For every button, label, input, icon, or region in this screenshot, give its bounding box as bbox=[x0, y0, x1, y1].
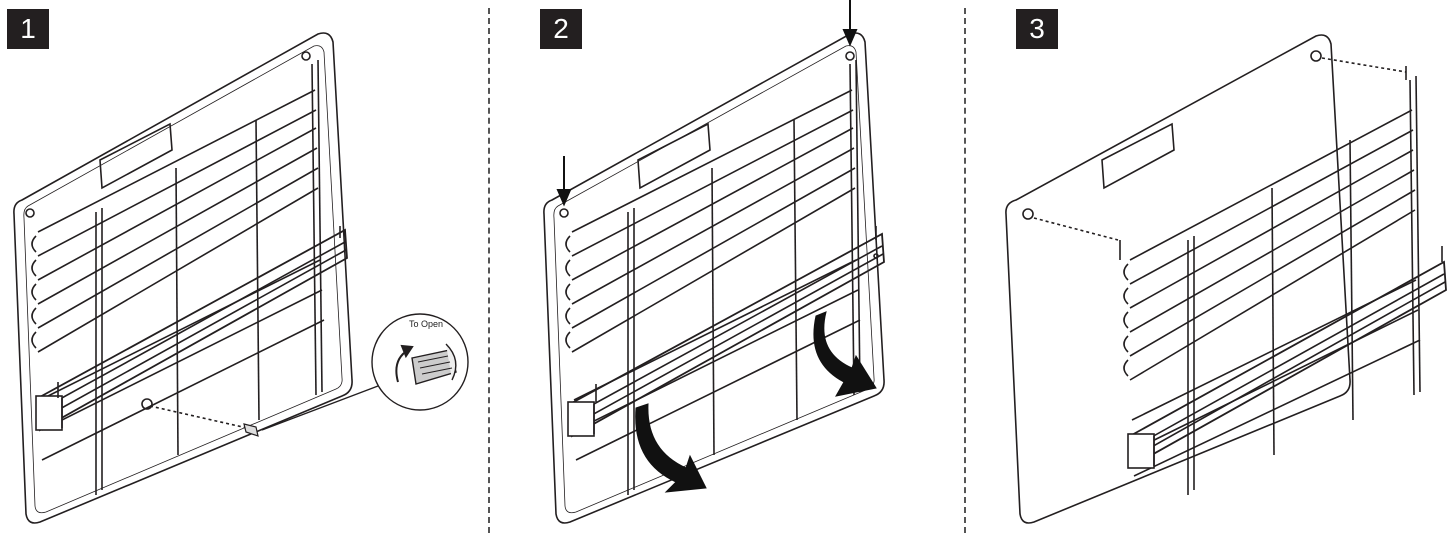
oven-door-rack-illustration-1 bbox=[13, 32, 469, 524]
step-panel-2: 2 bbox=[490, 0, 964, 533]
down-arrow-icon bbox=[556, 156, 572, 207]
screw-icon bbox=[411, 343, 457, 385]
panel-divider-2 bbox=[964, 8, 966, 533]
oven-door-rack-illustration-3 bbox=[1005, 34, 1447, 524]
callout-label: To Open bbox=[408, 319, 444, 329]
step-panel-1: 1 bbox=[0, 0, 488, 533]
rotate-arrow-icon bbox=[395, 344, 414, 383]
panel-divider-1 bbox=[488, 8, 490, 533]
screw-icon bbox=[243, 423, 259, 437]
curved-arrow-icon bbox=[635, 403, 707, 493]
step-badge-2: 2 bbox=[540, 9, 582, 49]
step-panel-3: 3 bbox=[966, 0, 1455, 533]
curved-arrow-icon bbox=[813, 311, 877, 397]
step-badge-1: 1 bbox=[7, 9, 49, 49]
down-arrow-icon bbox=[842, 0, 858, 47]
oven-door-rack-illustration-2 bbox=[543, 0, 885, 524]
step-badge-3: 3 bbox=[1016, 9, 1058, 49]
